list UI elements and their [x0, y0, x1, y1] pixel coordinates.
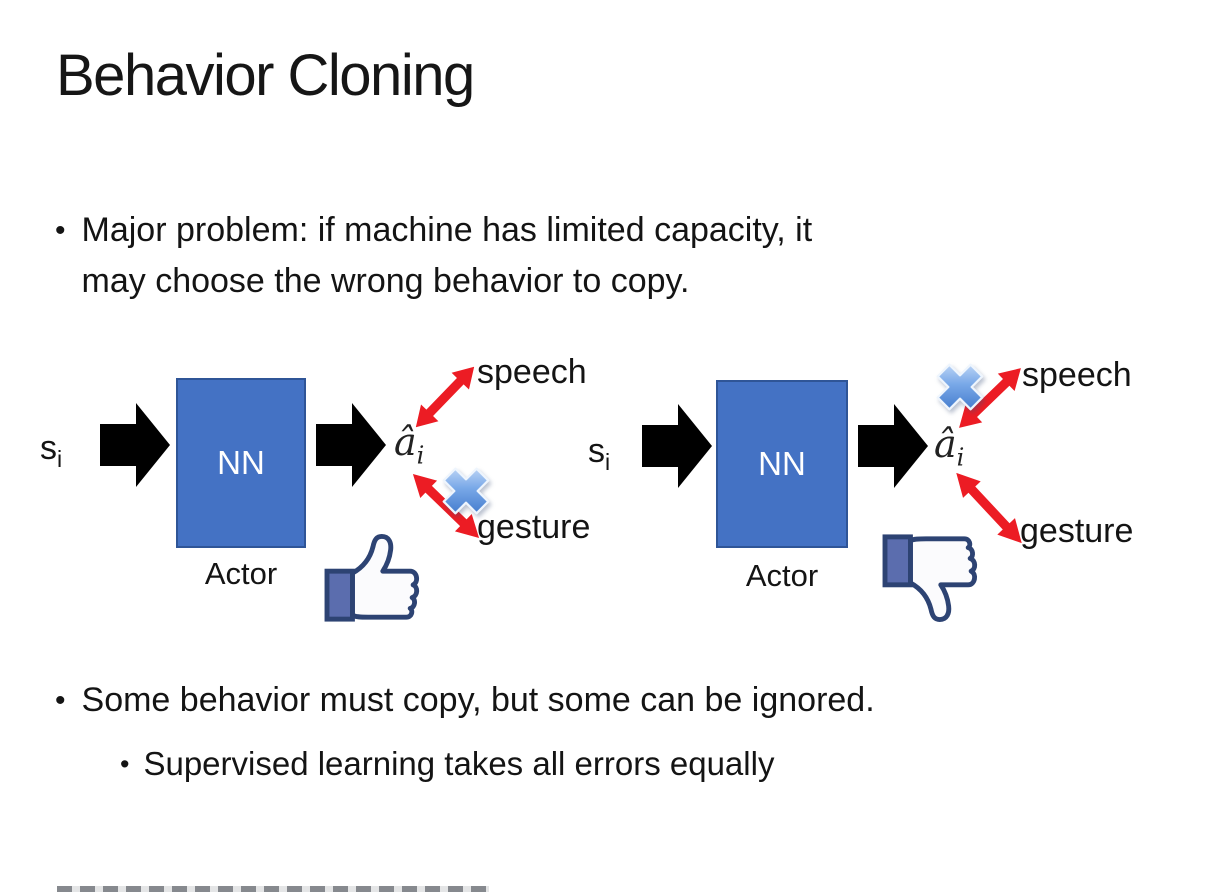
bullet-major-problem: • Major problem: if machine has limited …: [55, 205, 812, 307]
cross-icon: [930, 357, 990, 417]
actor-label: Actor: [204, 556, 278, 591]
nn-box: NN: [176, 378, 306, 548]
speech-label: speech: [1022, 356, 1132, 394]
gesture-arrow-icon: [404, 465, 488, 548]
bullet-marker: •: [55, 214, 66, 247]
thumbs-down-icon: [880, 531, 982, 623]
bullet-supervised-learning-text: Supervised learning takes all errors equ…: [143, 745, 775, 782]
nn-label: NN: [217, 444, 265, 481]
bullet-some-behavior: • Some behavior must copy, but some can …: [55, 675, 875, 726]
nn-box: NN: [716, 380, 848, 548]
actor-label: Actor: [745, 558, 819, 593]
bullet-some-behavior-text: Some behavior must copy, but some can be…: [81, 681, 875, 719]
output-arrow-icon: [858, 400, 930, 492]
bullet-marker: •: [55, 684, 66, 717]
bullet-major-problem-text: Major problem: if machine has limited ca…: [81, 211, 813, 300]
state-input-label: si: [588, 432, 611, 475]
speech-arrow-icon: [950, 359, 1030, 437]
bullet-supervised-learning: • Supervised learning takes all errors e…: [120, 740, 774, 788]
thumbs-up-icon: [322, 533, 424, 625]
action-output-label: âi: [934, 422, 965, 472]
cutoff-text-strip: [57, 886, 489, 892]
output-arrow-icon: [316, 399, 388, 491]
input-arrow-icon: [100, 399, 172, 491]
bullet-marker: •: [120, 749, 130, 779]
gesture-arrow-icon: [947, 464, 1031, 552]
nn-label: NN: [758, 445, 806, 482]
gesture-label: gesture: [1020, 512, 1134, 550]
input-arrow-icon: [642, 400, 714, 492]
slide-title: Behavior Cloning: [56, 43, 475, 108]
speech-label: speech: [477, 353, 587, 391]
speech-arrow-icon: [406, 358, 483, 436]
gesture-label: gesture: [477, 508, 591, 546]
state-input-label: si: [40, 429, 63, 472]
cross-icon: [436, 461, 496, 521]
action-output-label: âi: [394, 420, 425, 470]
